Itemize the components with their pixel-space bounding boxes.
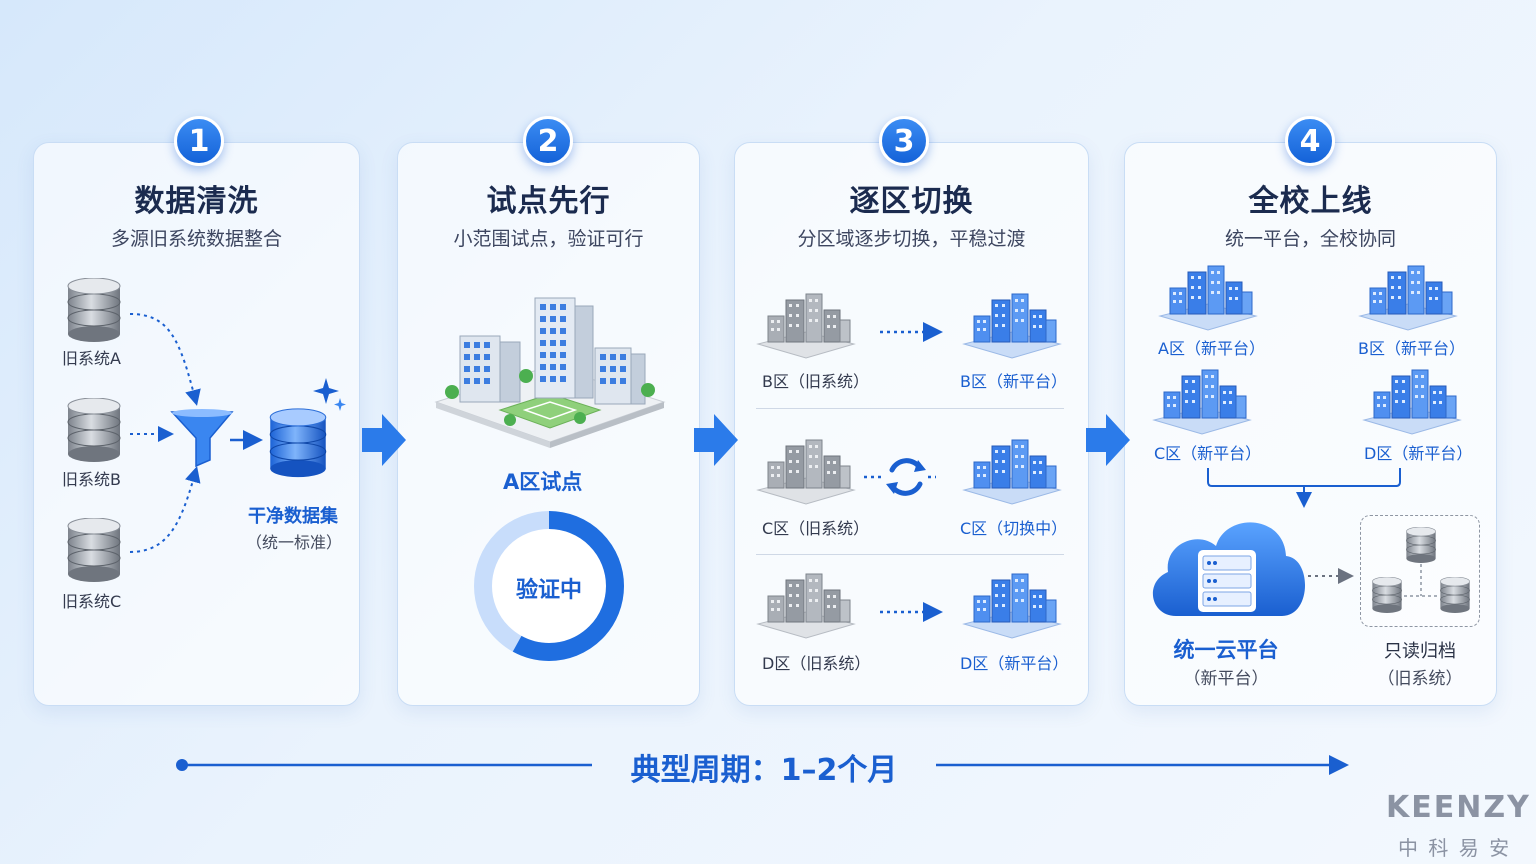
zone-c-city-icon — [1152, 366, 1252, 436]
clean-dataset-sub: （统一标准） — [246, 533, 343, 552]
step-4-badge: 4 — [1285, 116, 1335, 166]
zone-d-new-city-icon — [962, 570, 1062, 640]
progress-ring-fill — [474, 511, 624, 661]
zone-b-arrow-icon — [880, 322, 943, 342]
sparkle-icon — [313, 378, 346, 411]
next-step-arrow-3 — [1086, 414, 1130, 466]
zone-d-city-icon — [1362, 366, 1462, 436]
step-3-title: 逐区切换 — [849, 184, 974, 219]
next-step-arrow-1 — [362, 414, 406, 466]
cloud-platform-sub: （新平台） — [1183, 669, 1269, 689]
zones-merge-connector — [1207, 468, 1401, 508]
zone-a-label: A区（新平台） — [1158, 339, 1265, 358]
zone-b-old-label: B区（旧系统） — [762, 372, 869, 391]
timeline-label: 典型周期：1–2个月 — [630, 753, 898, 788]
timeline-line — [176, 755, 1349, 775]
database-c-icon — [64, 518, 124, 582]
funnel-icon — [170, 409, 234, 468]
source-label-a: 旧系统A — [62, 349, 121, 368]
zone-b-label: B区（新平台） — [1358, 339, 1465, 358]
row-divider — [756, 554, 1064, 555]
database-b-icon — [64, 398, 124, 462]
clean-dataset-title: 干净数据集 — [248, 506, 338, 527]
archive-title: 只读归档 — [1384, 641, 1456, 662]
source-label-c: 旧系统C — [62, 592, 122, 611]
step-1-subtitle: 多源旧系统数据整合 — [110, 228, 282, 250]
archive-arrow-icon — [1308, 568, 1354, 584]
step-1-badge: 1 — [174, 116, 224, 166]
archive-sub: （旧系统） — [1377, 669, 1463, 689]
step-2-badge: 2 — [523, 116, 573, 166]
brand-sub-text: 中 科 易 安 — [1398, 836, 1512, 860]
step-2-subtitle: 小范围试点，验证可行 — [453, 228, 644, 250]
pilot-campus-illustration — [434, 297, 666, 448]
database-a-icon — [64, 278, 124, 342]
zone-a-city-icon — [1158, 262, 1258, 332]
zone-b-new-label: B区（新平台） — [960, 372, 1067, 391]
validation-status-label: 验证中 — [515, 578, 582, 603]
step-2-title: 试点先行 — [486, 184, 611, 219]
zone-d-new-label: D区（新平台） — [960, 654, 1069, 673]
zone-c-old-city-icon — [756, 436, 856, 506]
merge-connectors — [129, 313, 263, 553]
archive-database-top-icon — [1404, 527, 1438, 563]
zone-d-arrow-icon — [880, 602, 943, 622]
cloud-server-icon — [1152, 522, 1306, 616]
row-divider — [756, 408, 1064, 409]
switching-sync-icon — [864, 458, 936, 496]
step-3-badge: 3 — [879, 116, 929, 166]
zone-b-new-city-icon — [962, 290, 1062, 360]
zone-c-label: C区（新平台） — [1154, 444, 1262, 463]
next-step-arrow-2 — [694, 414, 738, 466]
zone-c-new-label: C区（切换中） — [960, 519, 1068, 538]
pilot-zone-label: A区试点 — [503, 470, 583, 494]
clean-database-icon — [266, 408, 330, 478]
cloud-platform-title: 统一云平台 — [1173, 638, 1279, 662]
brand-logo-text: KEENZY — [1386, 790, 1531, 825]
zone-c-new-city-icon — [962, 436, 1062, 506]
zone-b-city-icon — [1358, 262, 1458, 332]
validation-progress-ring — [474, 511, 624, 661]
zone-b-old-city-icon — [756, 290, 856, 360]
step-4-title: 全校上线 — [1248, 184, 1373, 219]
step-4-subtitle: 统一平台，全校协同 — [1224, 228, 1396, 250]
step-3-subtitle: 分区域逐步切换，平稳过渡 — [797, 228, 1026, 250]
step-1-title: 数据清洗 — [134, 184, 259, 219]
zone-c-old-label: C区（旧系统） — [762, 519, 870, 538]
archive-links — [1404, 564, 1438, 597]
zone-d-old-label: D区（旧系统） — [762, 654, 871, 673]
source-label-b: 旧系统B — [62, 470, 121, 489]
zone-d-old-city-icon — [756, 570, 856, 640]
zone-d-label: D区（新平台） — [1364, 444, 1473, 463]
